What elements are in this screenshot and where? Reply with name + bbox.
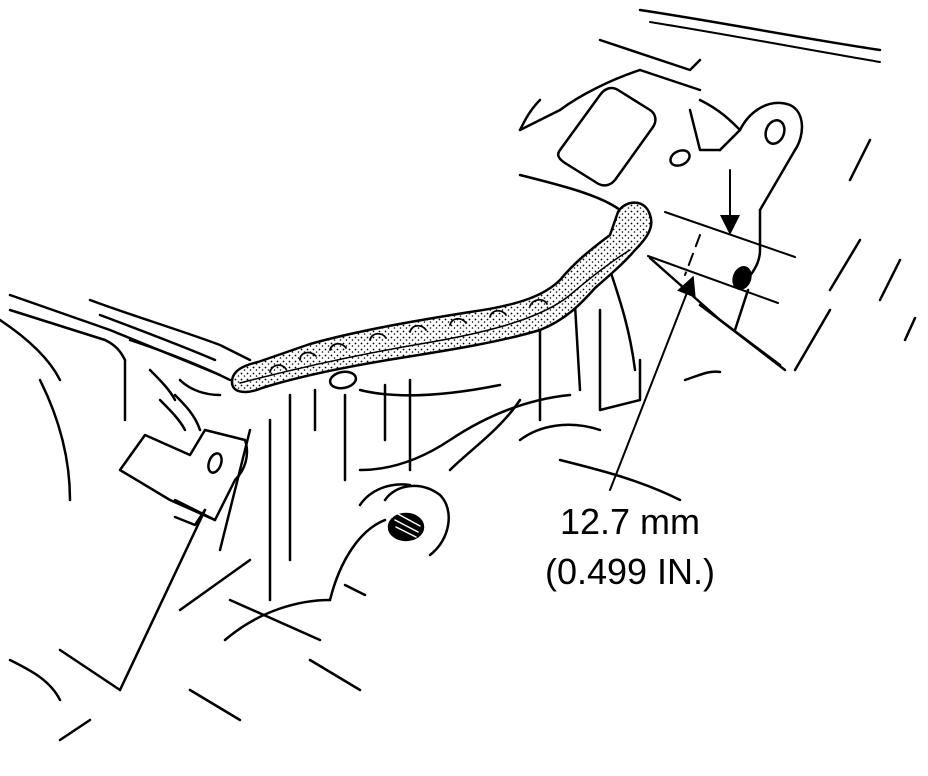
mounting-boss (223, 483, 450, 642)
lower-body-lines (8, 508, 362, 742)
dimension-metric-label: 12.7 mm (559, 501, 701, 542)
engine-block (218, 268, 722, 602)
dimension-lines (609, 169, 796, 491)
bolt-hole (328, 370, 358, 390)
right-body-structure (648, 138, 917, 372)
sealant-bead (230, 201, 653, 394)
access-slot (556, 86, 691, 187)
hinge-bracket (688, 98, 804, 332)
left-fender-panel (0, 293, 252, 527)
upper-body-panel (518, 8, 882, 212)
dimension-imperial-label: (0.499 IN.) (544, 551, 716, 592)
